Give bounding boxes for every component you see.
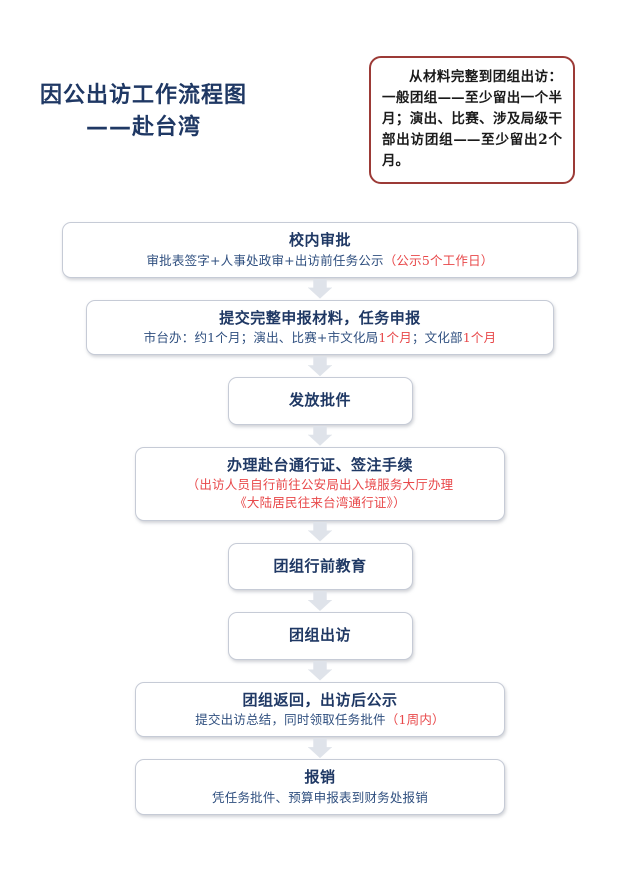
flow-node-subtitle: 提交出访总结，同时领取任务批件（1周内） [146,711,494,729]
flow-node-1[interactable]: 校内审批审批表签字+人事处政审+出访前任务公示（公示5个工作日） [62,222,578,278]
flow-row: 团组返回，出访后公示提交出访总结，同时领取任务批件（1周内） [0,681,640,738]
flow-node-7[interactable]: 团组返回，出访后公示提交出访总结，同时领取任务批件（1周内） [135,681,505,738]
flow-node-subtitle: （出访人员自行前往公安局出入境服务大厅办理《大陆居民往来台湾通行证》） [146,476,494,512]
flow-node-subtitle-part: ；文化部 [411,330,463,346]
flow-arrow-down-icon [0,737,640,759]
arrow-down-glyph [308,591,332,611]
flow-node-subtitle-part: 市台办：约1个月；演出、比赛+市文化局 [143,330,379,346]
flow-node-8[interactable]: 报销凭任务批件、预算申报表到财务处报销 [135,759,505,815]
flow-node-title: 提交完整申报材料，任务申报 [219,308,421,327]
flow-node-subtitle-part: 提交出访总结，同时领取任务批件 [195,712,386,727]
flow-row: 团组行前教育 [0,542,640,590]
flow-node-subtitle-part: 1个月 [378,330,412,346]
flow-row: 办理赴台通行证、签注手续 （出访人员自行前往公安局出入境服务大厅办理《大陆居民往来… [0,446,640,521]
flow-node-subtitle-part: （出访人员自行前往公安局出入境服务大厅办理 [186,477,454,493]
arrow-down-glyph [308,278,332,299]
flow-node-2[interactable]: 提交完整申报材料，任务申报市台办：约1个月；演出、比赛+市文化局1个月；文化部1… [86,299,554,356]
flow-node-title: 报销 [304,768,336,787]
flow-node-title: 团组出访 [288,626,351,644]
flow-arrow-down-icon [0,590,640,612]
flow-node-title: 团组返回，出访后公示 [242,690,398,709]
arrow-down-glyph [308,738,332,759]
flowchart: 校内审批审批表签字+人事处政审+出访前任务公示（公示5个工作日） 提交完整申报材料… [0,222,640,815]
flow-row: 提交完整申报材料，任务申报市台办：约1个月；演出、比赛+市文化局1个月；文化部1… [0,299,640,356]
flow-node-subtitle-part: 《大陆居民往来台湾通行证》） [234,495,406,511]
flow-node-subtitle-part: 凭任务批件、预算申报表到财务处报销 [212,789,428,805]
flow-node-subtitle: 市台办：约1个月；演出、比赛+市文化局1个月；文化部1个月 [97,329,543,347]
flow-arrow-down-icon [0,660,640,682]
arrow-down-glyph [308,660,332,681]
title-main-line: 因公出访工作流程图 [40,83,248,108]
flow-node-3[interactable]: 发放批件 [227,377,413,425]
flow-node-subtitle-part: 审批表签字+人事处政审+出访前任务公示 [146,252,384,268]
flow-arrow-down-icon [0,521,640,543]
flow-node-subtitle: 审批表签字+人事处政审+出访前任务公示（公示5个工作日） [73,252,567,270]
flow-row: 团组出访 [0,612,640,660]
title-sub-line: ——赴台湾 [86,114,202,140]
page-title: 因公出访工作流程图 ——赴台湾 [40,80,340,144]
flow-node-4[interactable]: 办理赴台通行证、签注手续 （出访人员自行前往公安局出入境服务大厅办理《大陆居民往来… [135,446,505,521]
flow-node-subtitle: 凭任务批件、预算申报表到财务处报销 [146,789,494,807]
flow-arrow-down-icon [0,425,640,447]
note-callout-text: 从材料完整到团组出访：一般团组——至少留出一个半月；演出、比赛、涉及局级干部出访… [382,69,562,169]
flow-node-subtitle-part: （1周内） [385,712,445,727]
flow-node-6[interactable]: 团组出访 [227,612,413,660]
flow-node-title: 校内审批 [288,231,351,249]
flow-node-title: 发放批件 [288,391,351,410]
arrow-down-glyph [308,425,332,446]
arrow-down-glyph [308,356,332,377]
flow-row: 报销凭任务批件、预算申报表到财务处报销 [0,759,640,815]
note-callout-box: 从材料完整到团组出访：一般团组——至少留出一个半月；演出、比赛、涉及局级干部出访… [369,56,575,184]
flow-node-subtitle-part: （公示5个工作日） [383,252,494,268]
flow-node-title: 团组行前教育 [273,556,367,575]
flow-node-subtitle-part: 1个月 [462,330,497,346]
arrow-down-glyph [308,521,332,542]
flow-arrow-down-icon [0,278,640,300]
flow-node-title: 办理赴台通行证、签注手续 [226,455,413,474]
flow-arrow-down-icon [0,355,640,377]
flow-row: 校内审批审批表签字+人事处政审+出访前任务公示（公示5个工作日） [0,222,640,278]
flow-row: 发放批件 [0,377,640,425]
flow-node-5[interactable]: 团组行前教育 [227,542,413,590]
